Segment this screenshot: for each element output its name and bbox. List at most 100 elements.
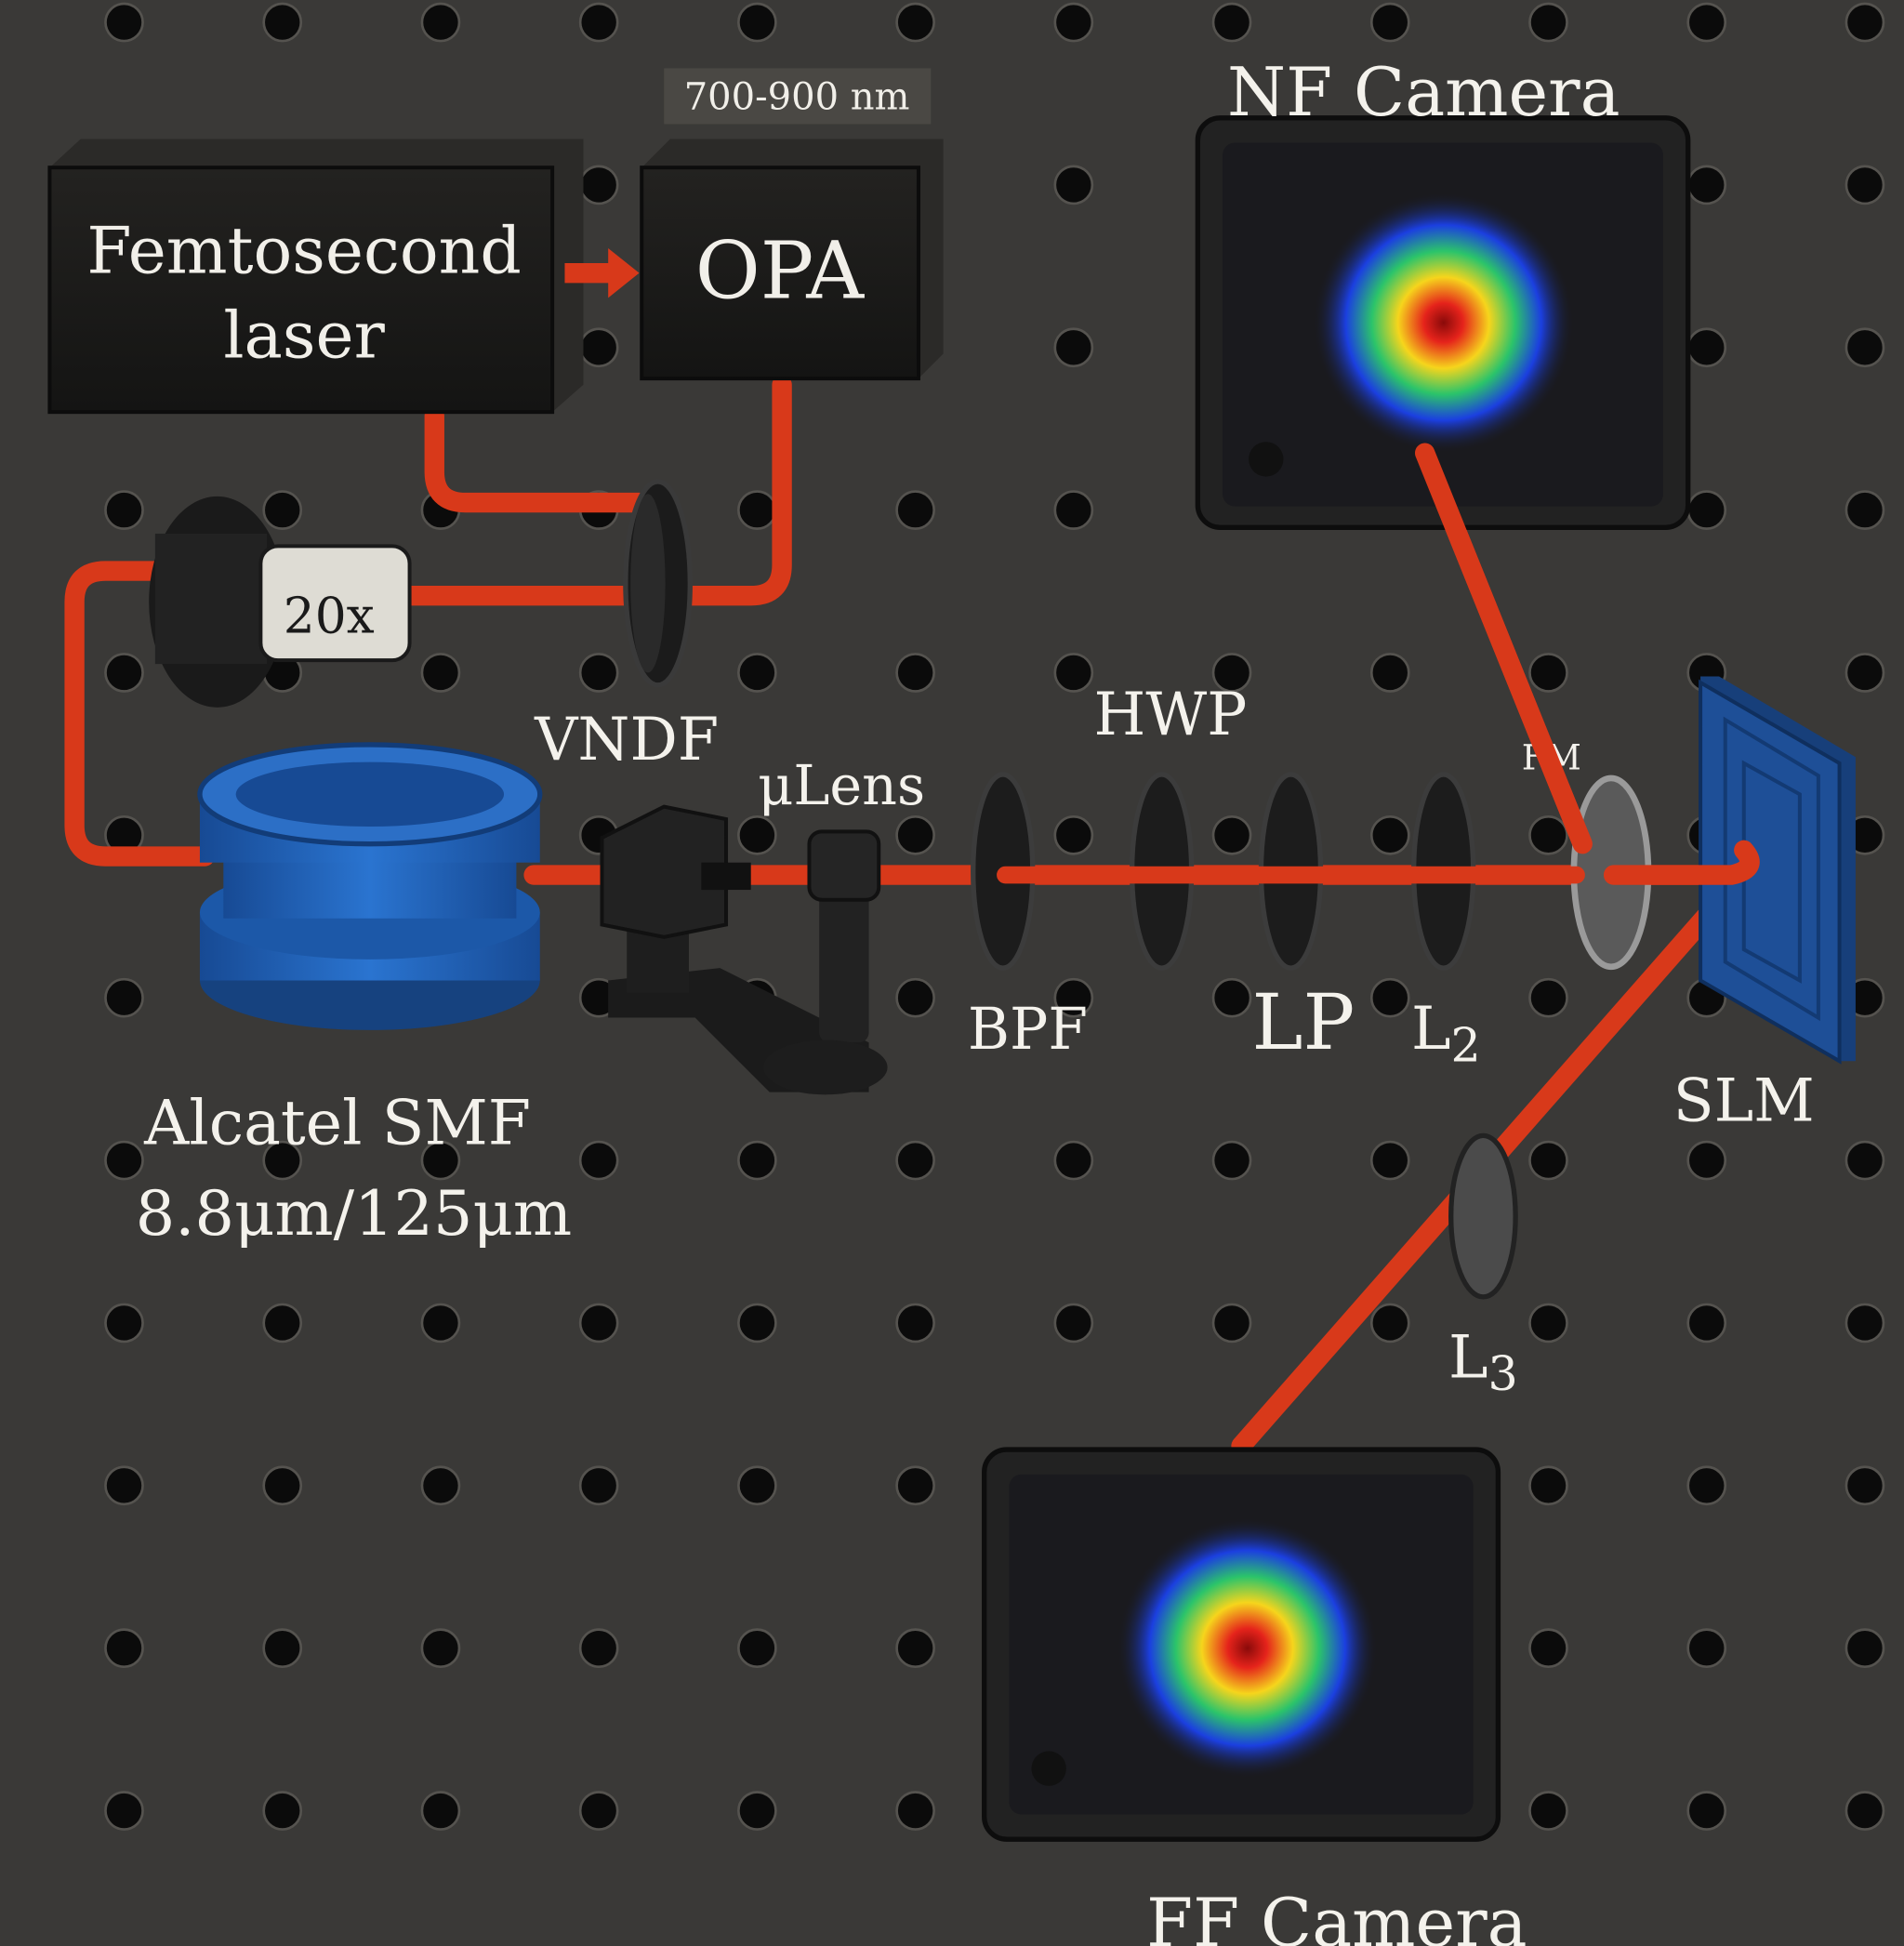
- breadboard-hole: [1844, 1303, 1885, 1344]
- breadboard-hole: [578, 1791, 619, 1831]
- fiber-spool: [197, 742, 543, 1030]
- nf-beam-profile: [1313, 192, 1574, 454]
- breadboard-hole: [1844, 1791, 1885, 1831]
- fiber-label-line2: 8.8μm/125μm: [136, 1177, 572, 1250]
- breadboard-hole: [1686, 327, 1727, 368]
- breadboard-hole: [262, 1303, 303, 1344]
- breadboard-hole: [1686, 1791, 1727, 1831]
- breadboard-hole: [737, 653, 777, 693]
- objective-label: 20x: [284, 587, 375, 645]
- breadboard-hole: [420, 1140, 461, 1181]
- breadboard-hole: [737, 2, 777, 43]
- breadboard-hole: [1528, 1628, 1568, 1668]
- breadboard-hole: [895, 1791, 935, 1831]
- breadboard-hole: [262, 490, 303, 530]
- microlens-mount: [600, 804, 888, 1095]
- opa: 700-900 nm OPA: [640, 68, 944, 381]
- breadboard-hole: [578, 165, 619, 205]
- breadboard-hole: [895, 1303, 935, 1344]
- breadboard-hole: [1053, 977, 1094, 1018]
- l3-label: L3: [1448, 1324, 1518, 1401]
- breadboard-hole: [895, 977, 935, 1018]
- breadboard-hole: [420, 2, 461, 43]
- breadboard-hole: [1686, 490, 1727, 530]
- hwp-label: HWP: [1094, 681, 1248, 749]
- breadboard-hole: [578, 1140, 619, 1181]
- vndf-filter: [623, 479, 693, 688]
- breadboard-hole: [1844, 2, 1885, 43]
- breadboard-hole: [1686, 1303, 1727, 1344]
- breadboard-hole: [1528, 1791, 1568, 1831]
- breadboard-hole: [1844, 1465, 1885, 1506]
- ff-camera-label: FF Camera: [1146, 1884, 1527, 1946]
- breadboard-hole: [1528, 653, 1568, 693]
- breadboard-hole: [1844, 165, 1885, 205]
- breadboard-hole: [104, 490, 144, 530]
- slm-label: SLM: [1673, 1066, 1815, 1135]
- breadboard-hole: [1053, 1303, 1094, 1344]
- laser-label-line1: Femtosecond: [86, 215, 521, 289]
- breadboard-hole: [1528, 1465, 1568, 1506]
- breadboard-hole: [262, 1140, 303, 1181]
- breadboard-hole: [1686, 1140, 1727, 1181]
- breadboard-hole: [420, 1465, 461, 1506]
- breadboard-hole: [737, 814, 777, 855]
- breadboard-hole: [1844, 490, 1885, 530]
- wavelength-label: 700-900 nm: [684, 75, 910, 118]
- breadboard-hole: [1211, 653, 1252, 693]
- breadboard-hole: [1053, 814, 1094, 855]
- breadboard-hole: [1844, 1140, 1885, 1181]
- breadboard-hole: [1844, 653, 1885, 693]
- breadboard-hole: [1369, 653, 1410, 693]
- breadboard-hole: [262, 1465, 303, 1506]
- breadboard-hole: [1369, 814, 1410, 855]
- breadboard-hole: [1686, 1465, 1727, 1506]
- breadboard-hole: [1053, 653, 1094, 693]
- breadboard-hole: [1369, 1303, 1410, 1344]
- beam-to-nf-camera: [1414, 443, 1593, 854]
- breadboard-hole: [262, 1791, 303, 1831]
- nf-camera: [1195, 115, 1691, 530]
- breadboard-hole: [1686, 165, 1727, 205]
- breadboard-hole: [578, 2, 619, 43]
- breadboard-hole: [1686, 2, 1727, 43]
- breadboard-hole: [104, 977, 144, 1018]
- breadboard-hole: [737, 1628, 777, 1668]
- breadboard-hole: [1528, 2, 1568, 43]
- breadboard-hole: [1211, 814, 1252, 855]
- breadboard-hole: [1053, 165, 1094, 205]
- breadboard-hole: [420, 1303, 461, 1344]
- vndf-label: VNDF: [534, 706, 719, 774]
- fiber-objective-to-spool: [64, 561, 215, 867]
- breadboard-hole: [737, 1140, 777, 1181]
- breadboard-hole: [895, 490, 935, 530]
- breadboard-hole: [1528, 977, 1568, 1018]
- opa-label: OPA: [695, 225, 866, 317]
- ff-beam-profile: [1117, 1517, 1378, 1779]
- breadboard-hole: [420, 1791, 461, 1831]
- breadboard-hole: [737, 1465, 777, 1506]
- beam-to-slm: [1603, 840, 1760, 885]
- breadboard-hole: [1528, 1140, 1568, 1181]
- lp-label: LP: [1251, 977, 1355, 1067]
- breadboard-hole: [1211, 2, 1252, 43]
- femtosecond-laser: Femtosecond laser: [47, 139, 584, 415]
- breadboard-hole: [1686, 1628, 1727, 1668]
- breadboard-hole: [262, 2, 303, 43]
- breadboard-hole: [420, 1628, 461, 1668]
- objective-20x: 20x: [149, 496, 412, 708]
- breadboard-hole: [737, 1303, 777, 1344]
- breadboard-hole: [1528, 814, 1568, 855]
- breadboard-hole: [578, 1628, 619, 1668]
- breadboard-hole: [1053, 490, 1094, 530]
- breadboard-hole: [1369, 2, 1410, 43]
- laser-label-line2: laser: [223, 298, 385, 373]
- breadboard-hole: [895, 1465, 935, 1506]
- microlens-label: μLens: [758, 753, 925, 817]
- breadboard-hole: [1844, 327, 1885, 368]
- breadboard-hole: [104, 1628, 144, 1668]
- ff-camera: [982, 1447, 1501, 1842]
- breadboard-hole: [1053, 1140, 1094, 1181]
- lens-l3: [1448, 1132, 1518, 1300]
